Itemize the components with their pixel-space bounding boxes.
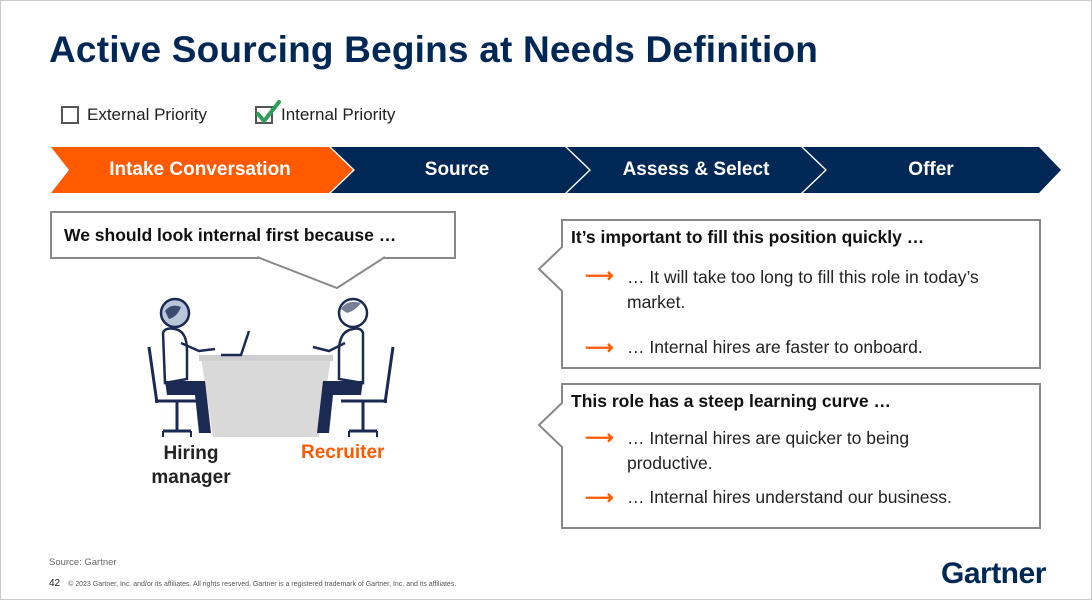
legend-external: External Priority (61, 105, 207, 125)
copyright-text: © 2023 Gartner, Inc. and/or its affiliat… (68, 581, 457, 588)
speech-bubble-text: We should look internal first because … (64, 225, 397, 245)
step-label-offer: Offer (908, 159, 954, 180)
speech-bubble: We should look internal first because … (50, 211, 456, 259)
checkmark-icon (256, 100, 281, 123)
external-priority-checkbox (61, 106, 79, 124)
interview-illustration (147, 297, 395, 437)
arrow-icon: ⟶ (585, 487, 614, 509)
hiring-manager-label: Hiring manager (151, 443, 231, 488)
page-number: 42 (49, 578, 61, 589)
callout-1-heading: It’s important to fill this position qui… (571, 227, 925, 247)
external-priority-label: External Priority (87, 105, 207, 124)
source-note: Source: Gartner (49, 557, 117, 568)
callout-1-bullet-2: … Internal hires are faster to onboard. (627, 337, 923, 357)
chevron-assess (567, 147, 825, 193)
legend-internal: Internal Priority (255, 100, 396, 125)
callout-1-frame (537, 219, 1041, 369)
internal-priority-checkbox (255, 100, 281, 124)
chevron-offer (803, 147, 1061, 193)
arrow-icon: ⟶ (585, 337, 614, 359)
callout-2-bullet-1: … Internal hires are quicker to being pr… (627, 428, 910, 473)
step-label-intake: Intake Conversation (109, 159, 291, 180)
process-chevrons (51, 147, 1061, 193)
arrow-icon: ⟶ (585, 427, 614, 449)
arrow-icon: ⟶ (585, 265, 614, 287)
internal-priority-label: Internal Priority (281, 105, 396, 124)
chevron-source (331, 147, 589, 193)
speech-bubble-tail (256, 256, 386, 290)
recruiter-label: Recruiter (301, 442, 385, 463)
gartner-logo: Gartner (941, 557, 1046, 590)
table-shape (201, 357, 331, 437)
callout-1-bullet-1: … It will take too long to fill this rol… (627, 267, 979, 312)
chevron-intake (51, 147, 353, 193)
step-label-assess: Assess & Select (622, 159, 770, 180)
callout-2-frame (537, 383, 1041, 529)
callout-2-heading: This role has a steep learning curve … (571, 391, 891, 411)
step-label-source: Source (424, 159, 490, 180)
footer: 42 © 2023 Gartner, Inc. and/or its affili… (49, 578, 456, 589)
callout-2-bullet-2: … Internal hires understand our business… (627, 487, 952, 507)
slide-title: Active Sourcing Begins at Needs Definiti… (49, 29, 819, 70)
